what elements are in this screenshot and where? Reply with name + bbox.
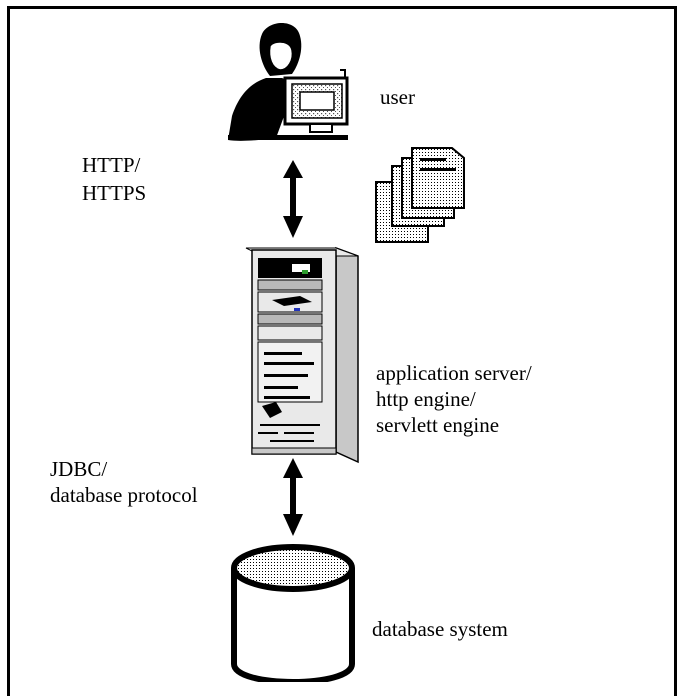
app-server-label-line1: application server/ <box>376 361 532 385</box>
user-at-computer-icon <box>228 23 349 141</box>
double-arrow-icon <box>283 160 303 238</box>
jdbc-protocol-label-line1: JDBC/ <box>50 457 108 481</box>
architecture-diagram <box>228 23 465 682</box>
documents-stack-icon <box>375 147 465 243</box>
server-tower-icon <box>245 246 359 464</box>
database-label: database system <box>372 617 508 641</box>
database-cylinder-icon <box>231 544 355 682</box>
http-protocol-label-line1: HTTP/ <box>82 153 141 177</box>
app-server-label-line2: http engine/ <box>376 387 476 411</box>
app-server-label-line3: servlett engine <box>376 413 500 437</box>
jdbc-protocol-label-line2: database protocol <box>50 483 198 507</box>
diagram-frame <box>7 6 677 696</box>
http-protocol-label-line2: HTTPS <box>82 181 147 205</box>
double-arrow-icon <box>283 458 303 536</box>
user-label: user <box>380 85 415 109</box>
